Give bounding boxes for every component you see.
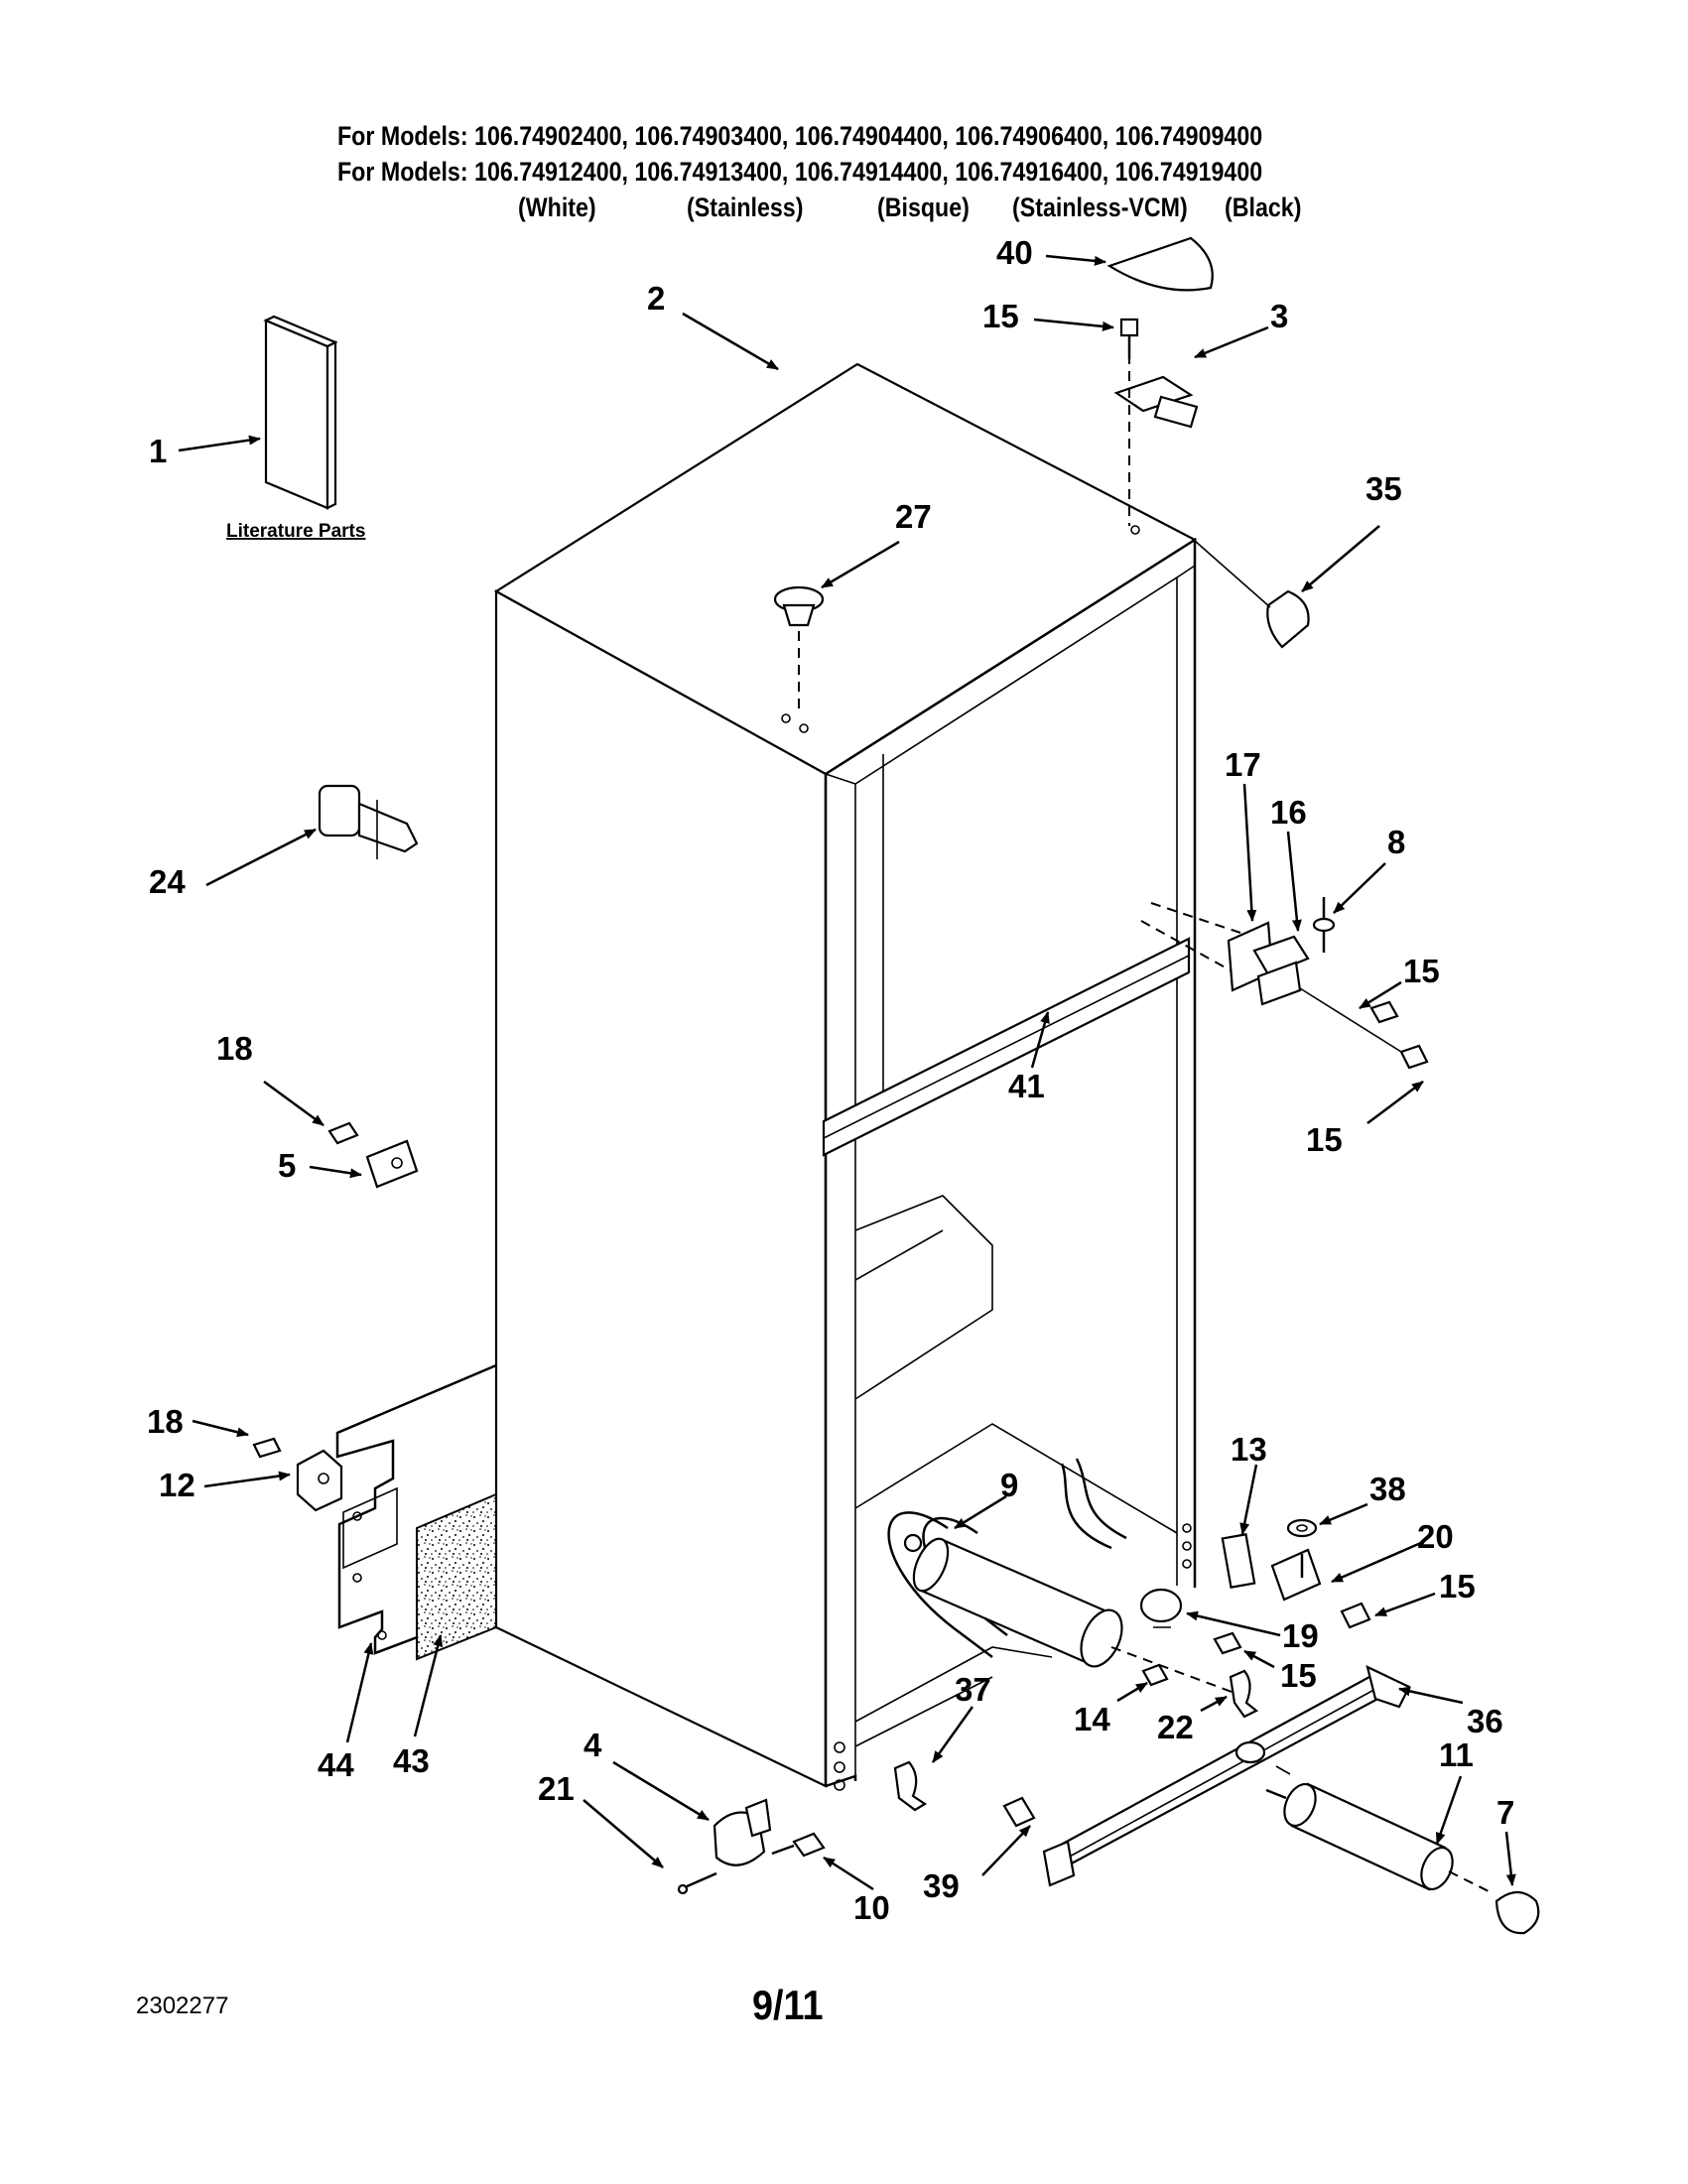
callout-41: 41 <box>1008 1068 1045 1104</box>
callout-14: 14 <box>1074 1701 1110 1737</box>
callout-13: 13 <box>1231 1431 1267 1468</box>
hinge-cover-cap <box>1106 236 1214 292</box>
color-black: (Black) <box>1225 193 1302 222</box>
front-roller-bracket <box>677 1798 772 1895</box>
callout-15-lower-hinge: 15 <box>1439 1568 1476 1605</box>
callout-15-top: 15 <box>982 298 1019 334</box>
color-stainless-vcm: (Stainless-VCM) <box>1012 193 1188 222</box>
callout-1: 1 <box>149 433 167 469</box>
color-stainless: (Stainless) <box>687 193 804 222</box>
callout-43: 43 <box>393 1742 430 1779</box>
screw-tube-clamp <box>1213 1631 1242 1655</box>
callout-2: 2 <box>647 280 665 317</box>
center-divider-rail <box>822 937 1191 1157</box>
callout-35: 35 <box>1365 470 1402 507</box>
callout-18-upper: 18 <box>216 1030 253 1067</box>
base-grille-filter-housing <box>1042 1665 1411 1887</box>
hinge-washer <box>1286 1518 1318 1538</box>
callout-22: 22 <box>1157 1709 1194 1745</box>
color-bisque: (Bisque) <box>877 193 970 222</box>
callout-8: 8 <box>1387 824 1405 860</box>
callout-7: 7 <box>1496 1794 1514 1831</box>
callout-27: 27 <box>895 498 932 535</box>
callout-4: 4 <box>584 1727 602 1763</box>
leveling-screw <box>771 1832 826 1858</box>
callout-21: 21 <box>538 1770 575 1807</box>
callout-15-hinge-upper: 15 <box>1403 953 1440 989</box>
callout-19: 19 <box>1282 1617 1319 1654</box>
upper-left-bracket <box>327 1121 419 1189</box>
document-number: 2302277 <box>136 1992 229 2019</box>
middle-hinge-assembly <box>1140 897 1410 1058</box>
tube-clamp <box>1139 1588 1183 1628</box>
callout-15-clamp: 15 <box>1280 1657 1317 1694</box>
screw-middle-hinge-1 <box>1369 1000 1399 1024</box>
callout-16: 16 <box>1270 794 1307 831</box>
screw-middle-hinge-2 <box>1399 1044 1429 1070</box>
callout-20: 20 <box>1417 1518 1454 1555</box>
callout-15-hinge-lower: 15 <box>1306 1121 1343 1158</box>
top-plug-button <box>773 585 825 710</box>
callout-18-lower: 18 <box>147 1403 184 1440</box>
literature-parts-booklet <box>263 315 338 510</box>
filter-mounting-screw <box>1110 1646 1251 1700</box>
lower-hinge-plate <box>1221 1533 1256 1589</box>
callout-9: 9 <box>1000 1467 1018 1503</box>
insulation-pad <box>416 1492 497 1661</box>
water-filter-cartridge <box>1265 1782 1454 1891</box>
callout-12: 12 <box>159 1467 195 1503</box>
filter-cap-knob <box>1448 1870 1540 1935</box>
callout-3: 3 <box>1270 298 1288 334</box>
callout-5: 5 <box>278 1147 296 1184</box>
door-stop-pin <box>318 784 419 859</box>
literature-parts-label: Literature Parts <box>226 521 365 542</box>
tube-clip-lower <box>893 1760 928 1812</box>
lower-left-bracket <box>252 1437 343 1512</box>
callout-11: 11 <box>1439 1736 1474 1773</box>
models-line-1: For Models: 106.74902400, 106.74903400, … <box>337 121 1263 151</box>
callout-17: 17 <box>1225 746 1261 783</box>
refrigerator-cabinet <box>493 362 1198 1791</box>
models-line-2: For Models: 106.74912400, 106.74913400, … <box>337 157 1263 187</box>
callout-40: 40 <box>996 234 1033 271</box>
grille-clip <box>1002 1796 1036 1828</box>
page-number: 9/11 <box>752 1982 824 2028</box>
callout-37: 37 <box>955 1671 991 1708</box>
lower-hinge-pin-bracket <box>1270 1548 1322 1602</box>
callout-numbers: 1 2 3 40 15 35 27 24 18 5 17 16 8 15 15 … <box>147 234 1514 1926</box>
callout-38: 38 <box>1369 1471 1406 1507</box>
screw-lower-hinge <box>1340 1602 1371 1629</box>
callout-10: 10 <box>853 1889 890 1926</box>
rear-access-panel <box>335 1363 497 1655</box>
callout-24: 24 <box>149 863 186 900</box>
leader-lines <box>178 254 1516 1891</box>
top-hinge <box>1113 337 1199 526</box>
color-white: (White) <box>518 193 596 222</box>
callout-44: 44 <box>318 1746 354 1783</box>
water-filter-tube-assembly <box>887 1458 1127 1668</box>
side-hinge-cover <box>1194 540 1310 649</box>
callout-36: 36 <box>1467 1703 1503 1739</box>
screw-top-hinge <box>1119 318 1139 359</box>
callout-39: 39 <box>923 1867 960 1904</box>
filter-clip <box>1229 1669 1259 1719</box>
